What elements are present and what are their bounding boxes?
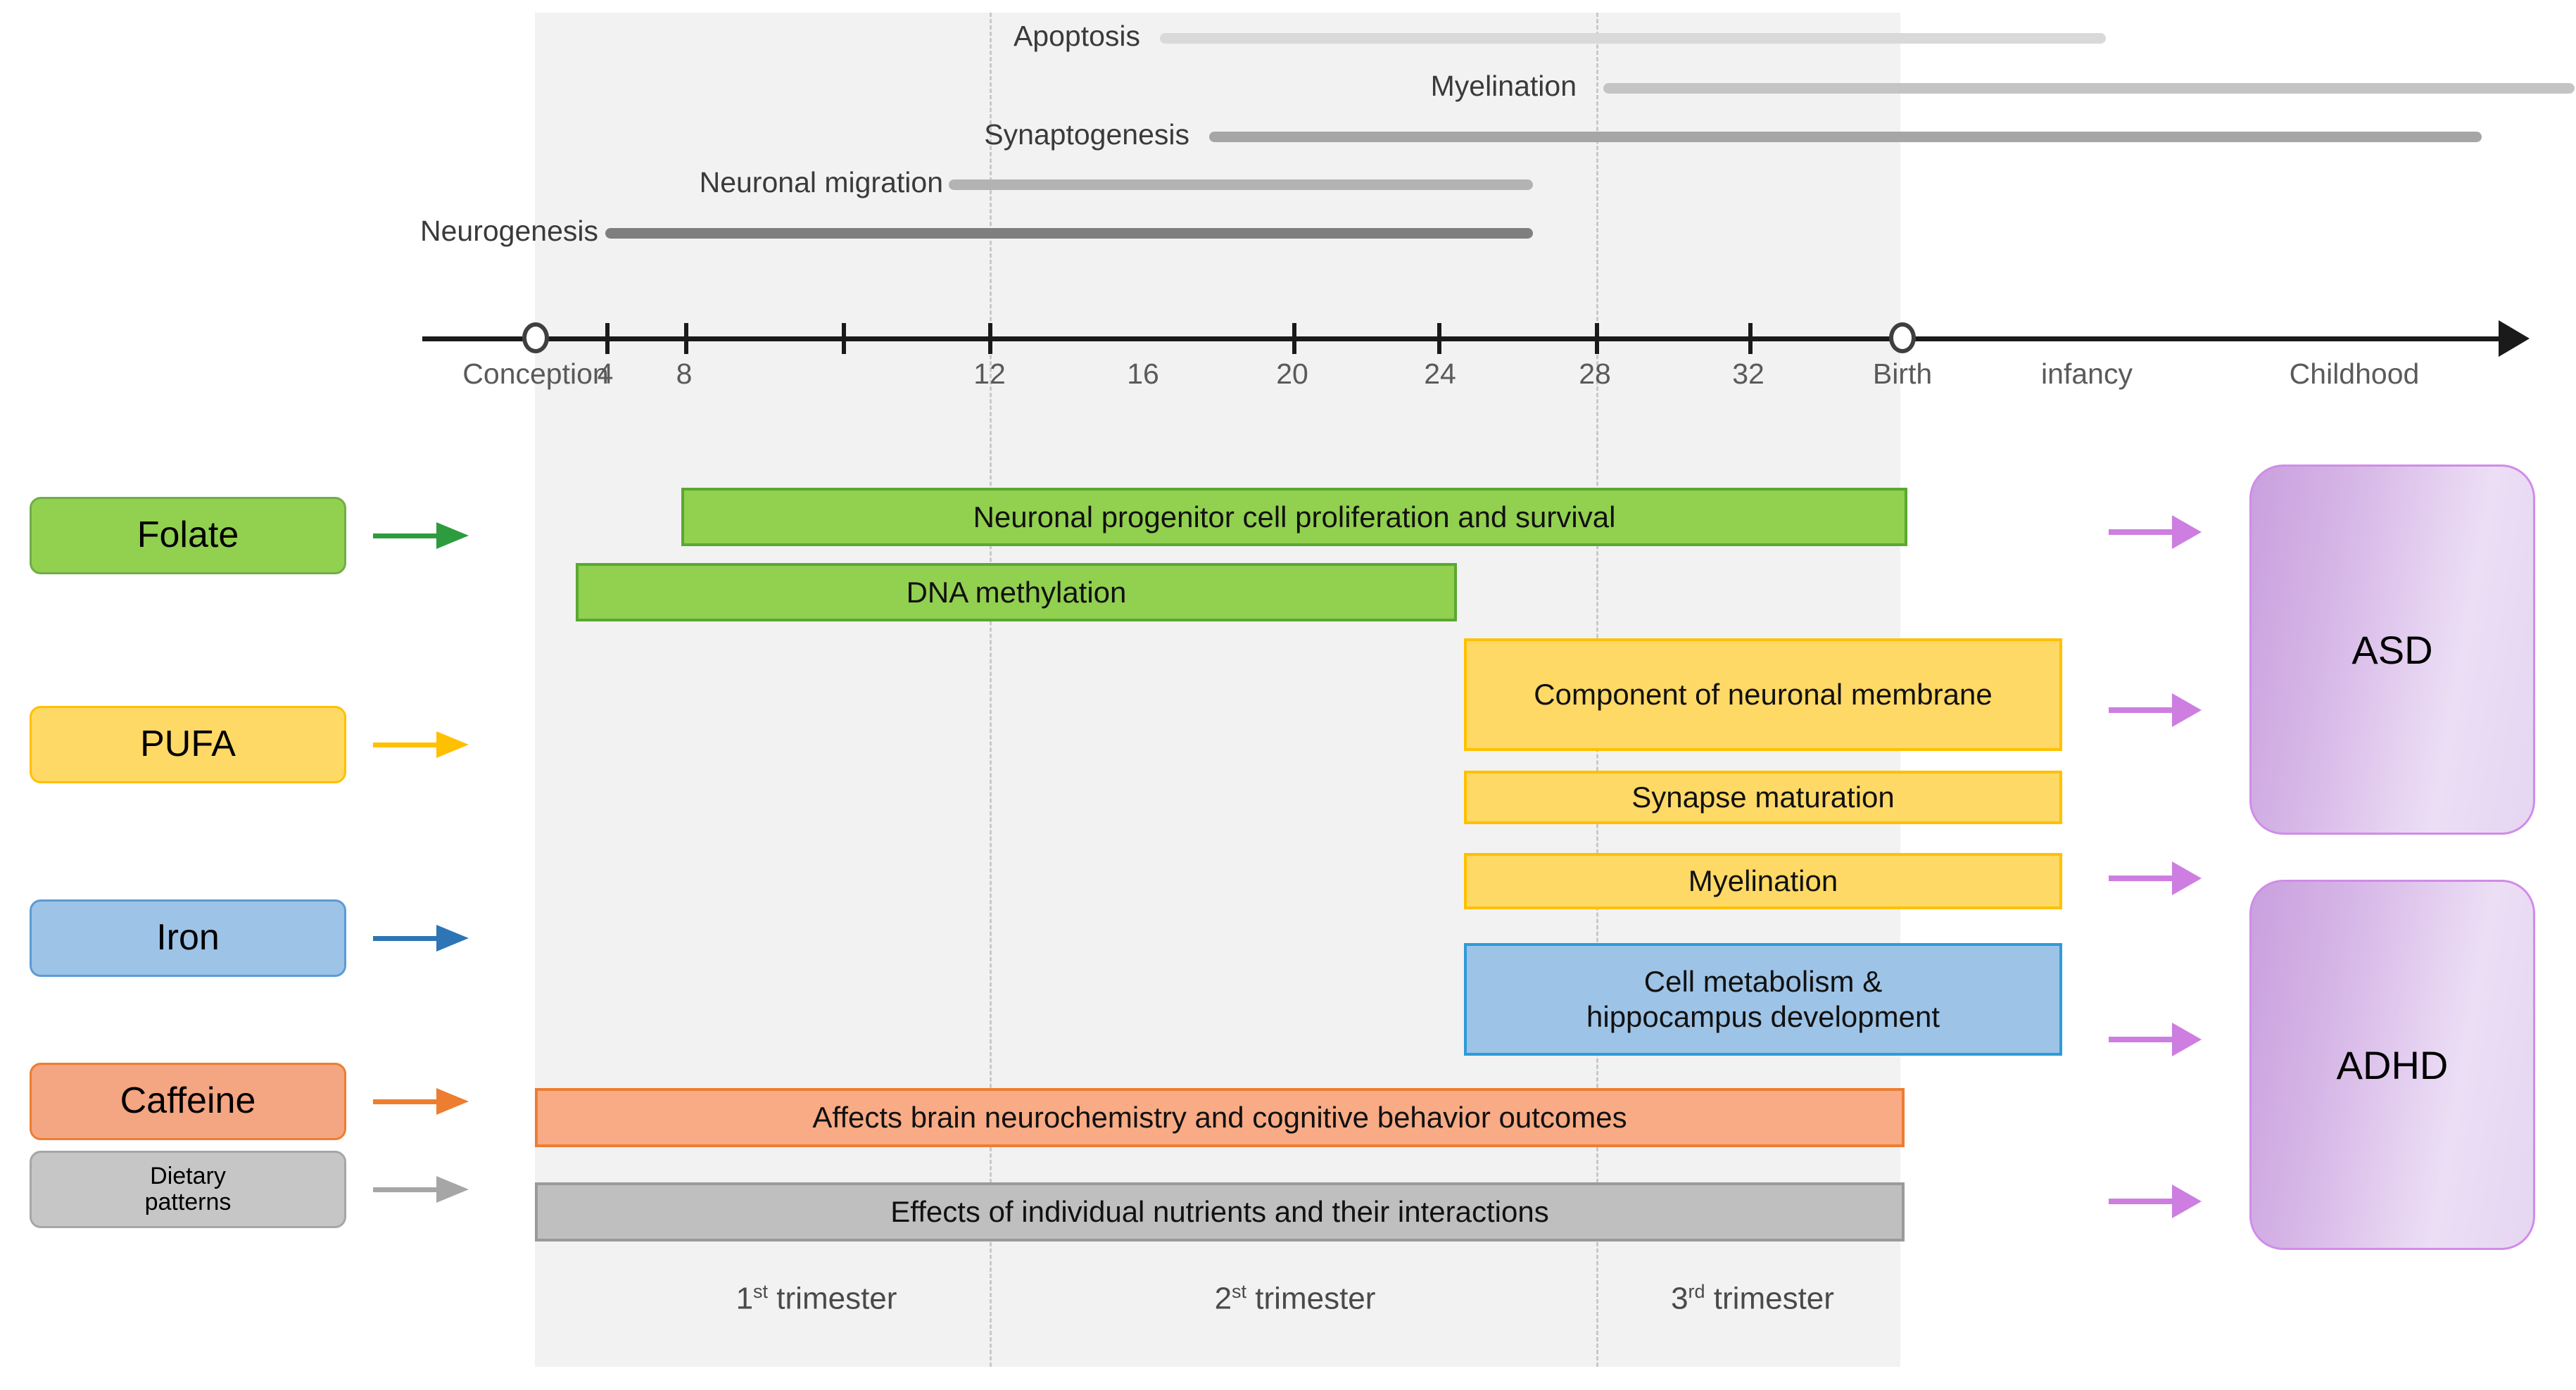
trimester-1-label: trimester [768,1281,897,1316]
trimester-1-suffix: st [753,1281,769,1302]
nutrient-arrow-head-folate [436,522,469,549]
trimester-3-ordinal: 3 [1671,1281,1688,1316]
trimester-caption-1: 1st trimester [640,1281,992,1317]
trimester-2-label: trimester [1246,1281,1376,1316]
axis-tick-24 [1437,323,1441,354]
axis-label-8: 8 [676,358,693,390]
axis-label-4: 4 [597,358,614,390]
outcome-arrow-head-pufa-membrane [2172,693,2202,727]
conception-marker [522,322,549,353]
trimester-1-ordinal: 1 [735,1281,754,1316]
axis-tick-28 [1595,323,1599,354]
process-label-neurogenesis: Neurogenesis [420,215,598,247]
outcome-arrow-line-iron [2109,1037,2172,1042]
nutrient-arrow-head-iron [436,925,469,952]
nutrient-arrow-line-folate [373,533,436,538]
axis-label-infancy: infancy [2041,358,2133,390]
timeline-axis-line [422,336,2506,341]
nutrient-chip-pufa[interactable]: PUFA [30,706,346,783]
trimester-3-suffix: rd [1688,1281,1705,1302]
process-label-synaptogenesis: Synaptogenesis [984,118,1189,151]
mechanism-bar-pufa-myelination[interactable]: Myelination [1464,853,2062,909]
nutrient-arrow-line-pufa [373,743,436,747]
outcome-arrow-head-folate [2172,515,2202,549]
axis-tick-12 [988,323,992,354]
axis-label-28: 28 [1579,358,1611,390]
nutrient-arrow-line-caffeine [373,1099,436,1104]
process-label-myelination: Myelination [1430,70,1577,102]
nutrient-chip-dietary-patterns[interactable]: Dietary patterns [30,1151,346,1228]
axis-label-32: 32 [1732,358,1764,390]
trimester-caption-3: 3rd trimester [1577,1281,1928,1317]
mechanism-bar-pufa-neuronal-membrane[interactable]: Component of neuronal membrane [1464,638,2062,751]
axis-label-12: 12 [973,358,1006,390]
axis-tick-8 [684,323,688,354]
mechanism-bar-caffeine-neurochemistry[interactable]: Affects brain neurochemistry and cogniti… [535,1088,1905,1147]
trimester-2-suffix: st [1232,1281,1247,1302]
nutrient-chip-caffeine[interactable]: Caffeine [30,1063,346,1140]
mechanism-bar-dietary-patterns-interactions[interactable]: Effects of individual nutrients and thei… [535,1182,1905,1241]
nutrient-chip-iron[interactable]: Iron [30,899,346,977]
outcome-arrow-line-folate [2109,529,2172,535]
outcome-arrow-head-iron [2172,1023,2202,1056]
axis-label-16: 16 [1127,358,1159,390]
axis-tick-4 [605,323,610,354]
process-bar-apoptosis [1160,33,2106,44]
outcome-arrow-line-pufa-membrane [2109,707,2172,713]
nutrient-arrow-line-iron [373,936,436,941]
axis-label-conception: Conception [462,358,609,390]
nutrient-arrow-head-pufa [436,731,469,758]
mechanism-bar-folate-proliferation[interactable]: Neuronal progenitor cell proliferation a… [681,488,1907,546]
trimester-3-label: trimester [1705,1281,1834,1316]
axis-tick-16 [842,323,846,354]
outcome-box-adhd[interactable]: ADHD [2249,880,2535,1250]
mechanism-bar-iron-cell-metabolism[interactable]: Cell metabolism & hippocampus developmen… [1464,943,2062,1056]
axis-label-20: 20 [1276,358,1308,390]
birth-marker [1889,322,1916,353]
axis-label-24: 24 [1424,358,1456,390]
axis-tick-32 [1748,323,1753,354]
axis-label-childhood: Childhood [2289,358,2420,390]
mechanism-bar-folate-dna-methylation[interactable]: DNA methylation [576,563,1457,621]
nutrient-arrow-head-dietary-patterns [436,1176,469,1203]
outcome-arrow-line-pufa-myelination [2109,876,2172,881]
trimester-2-ordinal: 2 [1214,1281,1232,1316]
process-label-apoptosis: Apoptosis [1013,20,1140,52]
process-bar-synaptogenesis [1209,132,2482,142]
outcome-arrow-head-dietary [2172,1184,2202,1218]
axis-label-birth: Birth [1872,358,1933,390]
timeline-axis-arrowhead [2499,320,2530,357]
nutrient-chip-folate[interactable]: Folate [30,497,346,574]
nutrient-arrow-line-dietary-patterns [373,1187,436,1192]
nutrient-arrow-head-caffeine [436,1088,469,1115]
axis-tick-20 [1292,323,1296,354]
process-label-neuronal-migration: Neuronal migration [699,166,943,198]
process-bar-myelination [1603,83,2575,94]
outcome-arrow-head-pufa-myelination [2172,861,2202,895]
trimester-caption-2: 2st trimester [1119,1281,1471,1317]
process-bar-neurogenesis [605,228,1533,239]
mechanism-bar-pufa-synapse-maturation[interactable]: Synapse maturation [1464,771,2062,824]
trimester-divider-12-weeks [990,13,992,1367]
outcome-box-asd[interactable]: ASD [2249,465,2535,835]
outcome-arrow-line-dietary [2109,1199,2172,1204]
process-bar-neuronal-migration [949,179,1533,190]
